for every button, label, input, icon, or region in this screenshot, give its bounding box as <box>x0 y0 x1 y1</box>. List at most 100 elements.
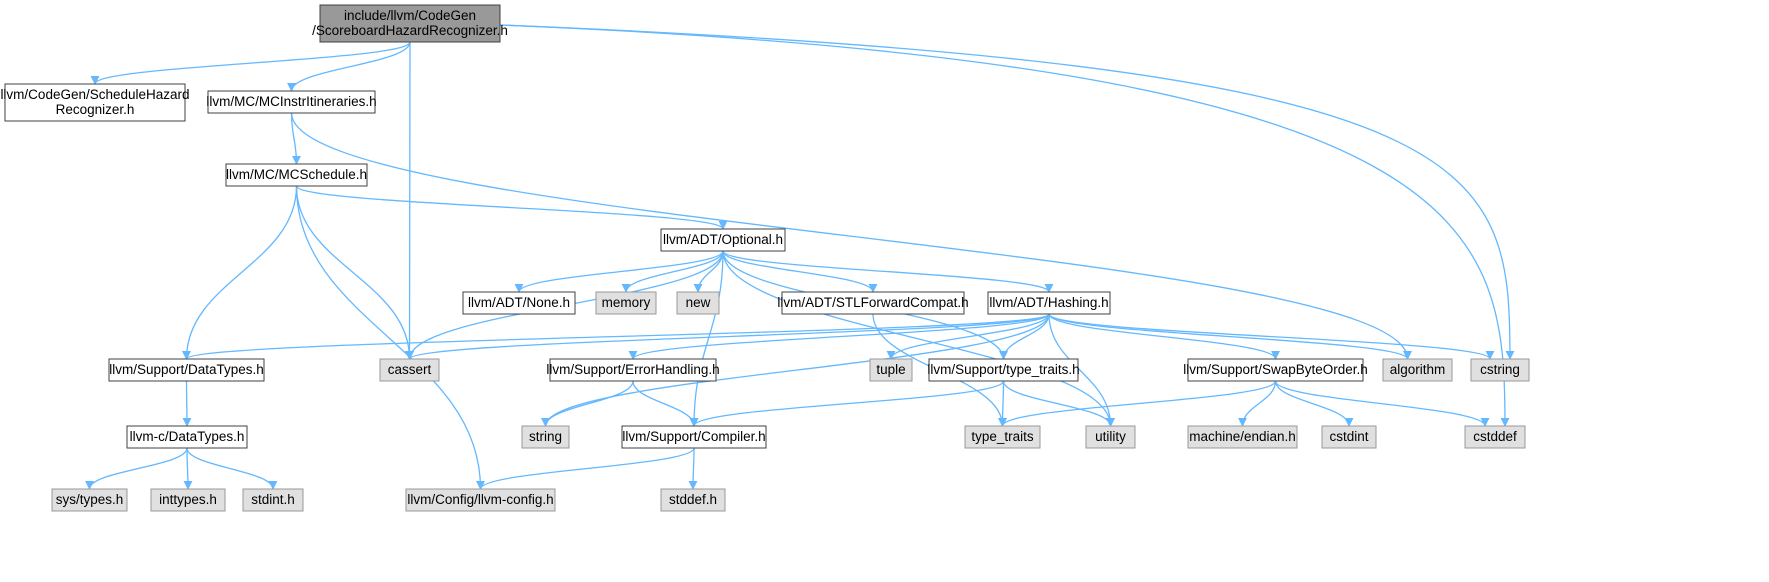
edge-typetraitsh-to-utility <box>1002 380 1115 427</box>
node-none[interactable]: llvm/ADT/None.h <box>462 291 576 315</box>
edge-hashing-to-datatypes <box>182 313 1050 360</box>
edge-swapbyte-to-type_traits <box>998 380 1277 427</box>
edge-typetraitsh-to-compiler <box>689 380 1005 427</box>
node-algorithm: algorithm <box>1382 358 1453 382</box>
nodes-layer: include/llvm/CodeGen/ScoreboardHazardRec… <box>0 4 1530 512</box>
node-systypes: sys/types.h <box>51 488 128 512</box>
node-label: llvm/ADT/STLForwardCompat.h <box>777 295 968 310</box>
node-box <box>1470 358 1530 382</box>
node-type_traits: type_traits <box>964 425 1041 449</box>
node-box <box>1187 425 1298 449</box>
node-box <box>660 228 786 252</box>
node-label: Recognizer.h <box>56 102 135 117</box>
edge-mcitin-to-mcsched <box>290 112 301 165</box>
edge-swapbyte-to-cstdint <box>1274 380 1354 427</box>
node-label: llvm/Support/SwapByteOrder.h <box>1183 362 1368 377</box>
node-llvmconfig: llvm/Config/llvm-config.h <box>405 488 556 512</box>
edge-mcsched-to-datatypes <box>182 185 298 360</box>
edge-compiler-to-llvmconfig <box>476 447 695 490</box>
node-label: inttypes.h <box>159 492 217 507</box>
edge-hashing-to-utility <box>1048 313 1115 427</box>
node-box <box>242 488 304 512</box>
edge-swapbyte-to-cstddef <box>1274 380 1490 427</box>
node-label: llvm/Support/DataTypes.h <box>109 362 264 377</box>
node-label: machine/endian.h <box>1189 429 1296 444</box>
node-box <box>319 4 501 43</box>
edges-layer <box>85 24 1515 490</box>
node-new: new <box>676 291 720 315</box>
edge-optional-to-hashing <box>722 250 1054 293</box>
node-label: /ScoreboardHazardRecognizer.h <box>312 23 508 38</box>
node-box <box>549 358 717 382</box>
edge-hashing-to-tuple <box>886 313 1050 360</box>
node-stlfwd[interactable]: llvm/ADT/STLForwardCompat.h <box>777 291 969 315</box>
edge-typetraitsh-to-type_traits <box>998 380 1008 427</box>
node-label: stddef.h <box>669 492 717 507</box>
node-box <box>462 291 576 315</box>
node-label: new <box>686 295 711 310</box>
node-box <box>4 83 186 122</box>
edge-optional-to-stlfwd <box>722 250 878 293</box>
edge-datatypes-to-cdatatypes <box>182 380 192 427</box>
edge-root-to-cstddef <box>499 24 1510 427</box>
node-swapbyte[interactable]: llvm/Support/SwapByteOrder.h <box>1183 358 1368 382</box>
node-label: sys/types.h <box>56 492 124 507</box>
edge-optional-to-compiler <box>689 250 724 427</box>
node-box <box>869 358 913 382</box>
edge-errhandling-to-string <box>541 380 634 427</box>
node-box <box>595 291 657 315</box>
node-box <box>150 488 226 512</box>
node-label: tuple <box>876 362 905 377</box>
node-label: string <box>529 429 562 444</box>
edge-root-to-cassert <box>405 41 415 360</box>
node-box <box>1321 425 1377 449</box>
node-label: llvm/MC/MCInstrItineraries.h <box>206 94 376 109</box>
node-box <box>964 425 1041 449</box>
node-typetraitsh[interactable]: llvm/Support/type_traits.h <box>927 358 1080 382</box>
edge-mcsched-to-cassert <box>295 185 414 360</box>
node-label: llvm/Support/Compiler.h <box>622 429 765 444</box>
node-endian: machine/endian.h <box>1187 425 1298 449</box>
node-cdatatypes[interactable]: llvm-c/DataTypes.h <box>126 425 248 449</box>
node-stddef: stddef.h <box>660 488 726 512</box>
node-datatypes[interactable]: llvm/Support/DataTypes.h <box>108 358 265 382</box>
node-hashing[interactable]: llvm/ADT/Hashing.h <box>987 291 1111 315</box>
edge-hashing-to-cassert <box>405 313 1050 360</box>
node-cstring: cstring <box>1470 358 1530 382</box>
edge-root-to-mcitin <box>287 41 411 92</box>
edge-hashing-to-typetraitsh <box>999 313 1050 360</box>
node-label: memory <box>602 295 651 310</box>
node-box <box>1187 358 1364 382</box>
edge-hashing-to-string <box>541 313 1050 427</box>
node-mcitin[interactable]: llvm/MC/MCInstrItineraries.h <box>206 90 377 114</box>
node-box <box>51 488 128 512</box>
node-stdint: stdint.h <box>242 488 304 512</box>
node-box <box>928 358 1079 382</box>
edge-hashing-to-swapbyte <box>1048 313 1280 360</box>
node-root: include/llvm/CodeGen/ScoreboardHazardRec… <box>312 4 508 43</box>
node-label: cstddef <box>1473 429 1517 444</box>
node-mcsched[interactable]: llvm/MC/MCSchedule.h <box>225 163 368 187</box>
node-label: llvm/MC/MCSchedule.h <box>226 167 367 182</box>
node-box <box>1382 358 1453 382</box>
node-label: llvm/ADT/Hashing.h <box>989 295 1108 310</box>
node-label: utility <box>1095 429 1126 444</box>
edge-hashing-to-algorithm <box>1048 313 1412 360</box>
edge-mcsched-to-optional <box>295 185 728 230</box>
node-label: llvm/Support/type_traits.h <box>927 362 1079 377</box>
node-string: string <box>521 425 570 449</box>
node-label: llvm/CodeGen/ScheduleHazard <box>0 87 189 102</box>
node-optional[interactable]: llvm/ADT/Optional.h <box>660 228 786 252</box>
edge-cdatatypes-to-stdint <box>186 447 278 490</box>
node-box <box>521 425 570 449</box>
node-label: cstring <box>1480 362 1520 377</box>
node-label: include/llvm/CodeGen <box>344 8 476 23</box>
node-errhandling[interactable]: llvm/Support/ErrorHandling.h <box>546 358 720 382</box>
node-box <box>621 425 767 449</box>
node-compiler[interactable]: llvm/Support/Compiler.h <box>621 425 767 449</box>
node-label: cstdint <box>1329 429 1368 444</box>
node-box <box>379 358 440 382</box>
edge-optional-to-none <box>514 250 724 293</box>
